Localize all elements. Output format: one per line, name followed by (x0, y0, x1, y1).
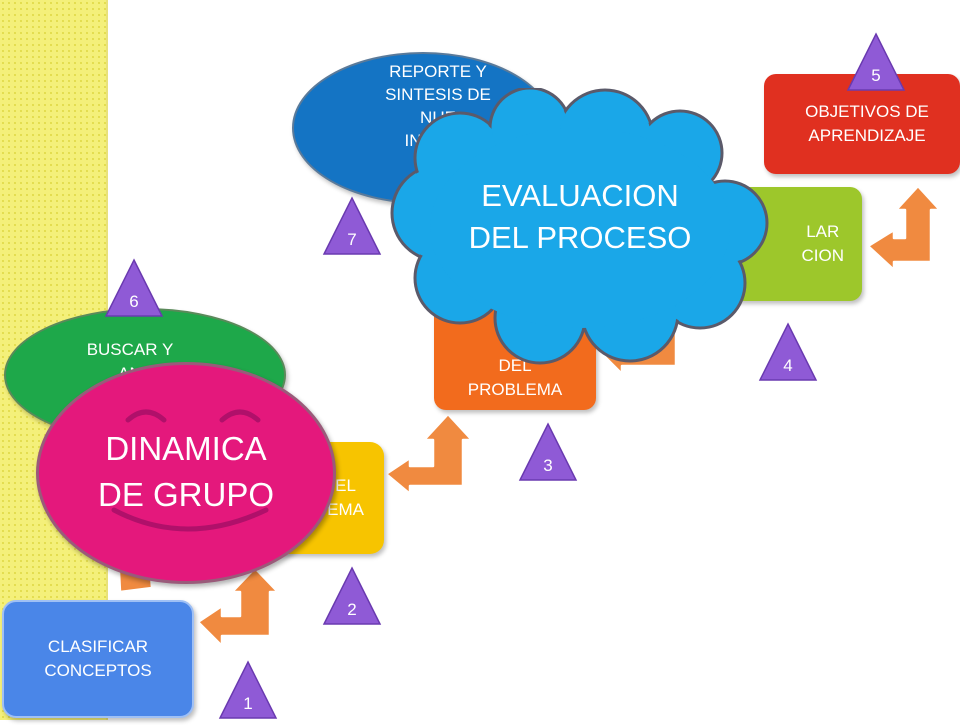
triangle-shape (104, 258, 164, 317)
number-badge-6: 6 (104, 258, 164, 318)
number-badge-3: 3 (518, 422, 578, 482)
smiley-face-marks (111, 409, 269, 532)
number-badge-1: 1 (218, 660, 278, 720)
triangle-shape (218, 660, 278, 719)
triangle-shape (758, 322, 818, 381)
number-badge-7: 7 (322, 196, 382, 256)
evaluation-cloud (390, 88, 769, 365)
triangle-shape (518, 422, 578, 481)
number-badge-4: 4 (758, 322, 818, 382)
arrow-2-3 (384, 412, 474, 496)
triangle-shape (322, 196, 382, 255)
number-badge-2: 2 (322, 566, 382, 626)
triangle-shape (322, 566, 382, 625)
arrow-4-5 (866, 184, 942, 272)
number-badge-5: 5 (846, 32, 906, 92)
triangle-shape (846, 32, 906, 91)
group-dynamics-label: DINAMICA DE GRUPO (97, 430, 275, 513)
group-dynamics-ellipse (36, 362, 336, 584)
cloud-label: EVALUACION DEL PROCESO (468, 178, 692, 255)
step-box-clasificar-conceptos: CLASIFICAR CONCEPTOS (2, 600, 194, 718)
